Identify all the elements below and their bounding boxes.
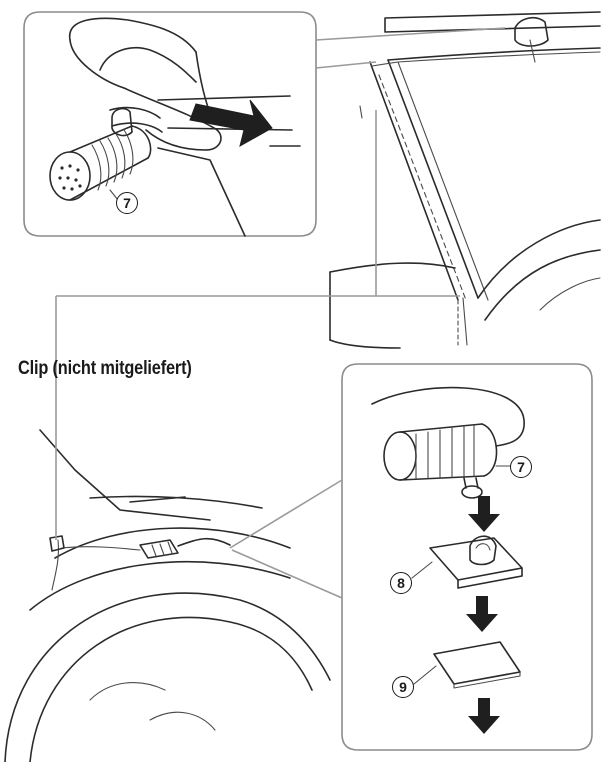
microphone-bottom bbox=[383, 423, 498, 499]
callout-microphone-top: 7 bbox=[116, 192, 138, 214]
detail-clip-panel bbox=[23, 11, 506, 237]
microphone-top bbox=[49, 125, 152, 201]
car-interior bbox=[4, 11, 601, 763]
adhesive-tape bbox=[433, 641, 521, 689]
mounted-microphone bbox=[139, 537, 231, 559]
microphone-holder bbox=[429, 535, 523, 589]
callout-tape: 9 bbox=[392, 676, 414, 698]
callout-holder: 8 bbox=[390, 572, 412, 594]
clip-caption: Clip (nicht mitgeliefert) bbox=[18, 358, 192, 379]
callout-microphone-bottom: 7 bbox=[510, 456, 532, 478]
